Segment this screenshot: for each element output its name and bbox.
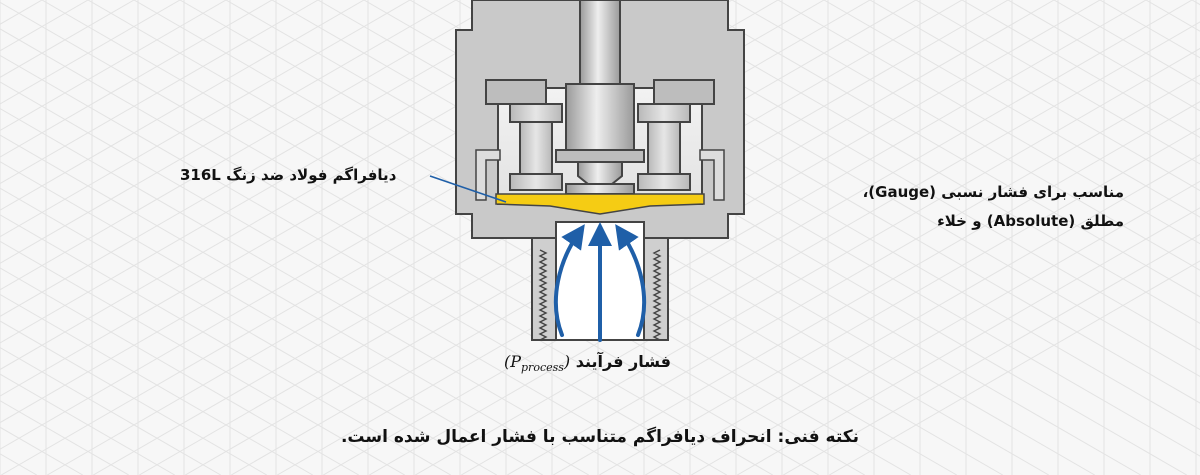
suitability-text: مناسب برای فشار نسبی (Gauge)، مطلق (Abso… bbox=[863, 178, 1124, 236]
central-shaft-collar bbox=[565, 83, 635, 155]
process-pressure-symbol: (Pprocess) bbox=[504, 352, 571, 375]
pressure-arrow-left bbox=[553, 224, 585, 337]
right-spool bbox=[637, 103, 691, 191]
left-spool bbox=[509, 103, 563, 191]
pressure-arrow-right bbox=[615, 224, 647, 337]
process-pressure-label: فشار فرآیند (Pprocess) bbox=[504, 352, 671, 374]
left-shoulder bbox=[485, 79, 547, 105]
diaphragm-leader-line bbox=[429, 175, 507, 203]
process-pressure-text: فشار فرآیند bbox=[575, 352, 671, 371]
right-shoulder bbox=[653, 79, 715, 105]
central-shaft-disk bbox=[565, 183, 635, 195]
process-threads bbox=[538, 249, 662, 341]
central-shaft-base bbox=[555, 149, 645, 163]
right-notch bbox=[699, 149, 725, 201]
central-shaft-tip bbox=[577, 161, 623, 185]
pressure-arrows bbox=[553, 222, 647, 342]
left-notch bbox=[475, 149, 501, 201]
technical-note: نکته فنی: انحراف دیافراگم متناسب با فشار… bbox=[340, 427, 860, 447]
suitability-line-2: مطلق (Absolute) و خلاء bbox=[937, 212, 1124, 230]
central-shaft-upper bbox=[579, 0, 621, 91]
diaphragm-label: دیافراگم فولاد ضد زنگ 316L bbox=[180, 166, 397, 184]
diaphragm bbox=[495, 193, 705, 215]
suitability-line-1: مناسب برای فشار نسبی (Gauge)، bbox=[862, 183, 1124, 201]
